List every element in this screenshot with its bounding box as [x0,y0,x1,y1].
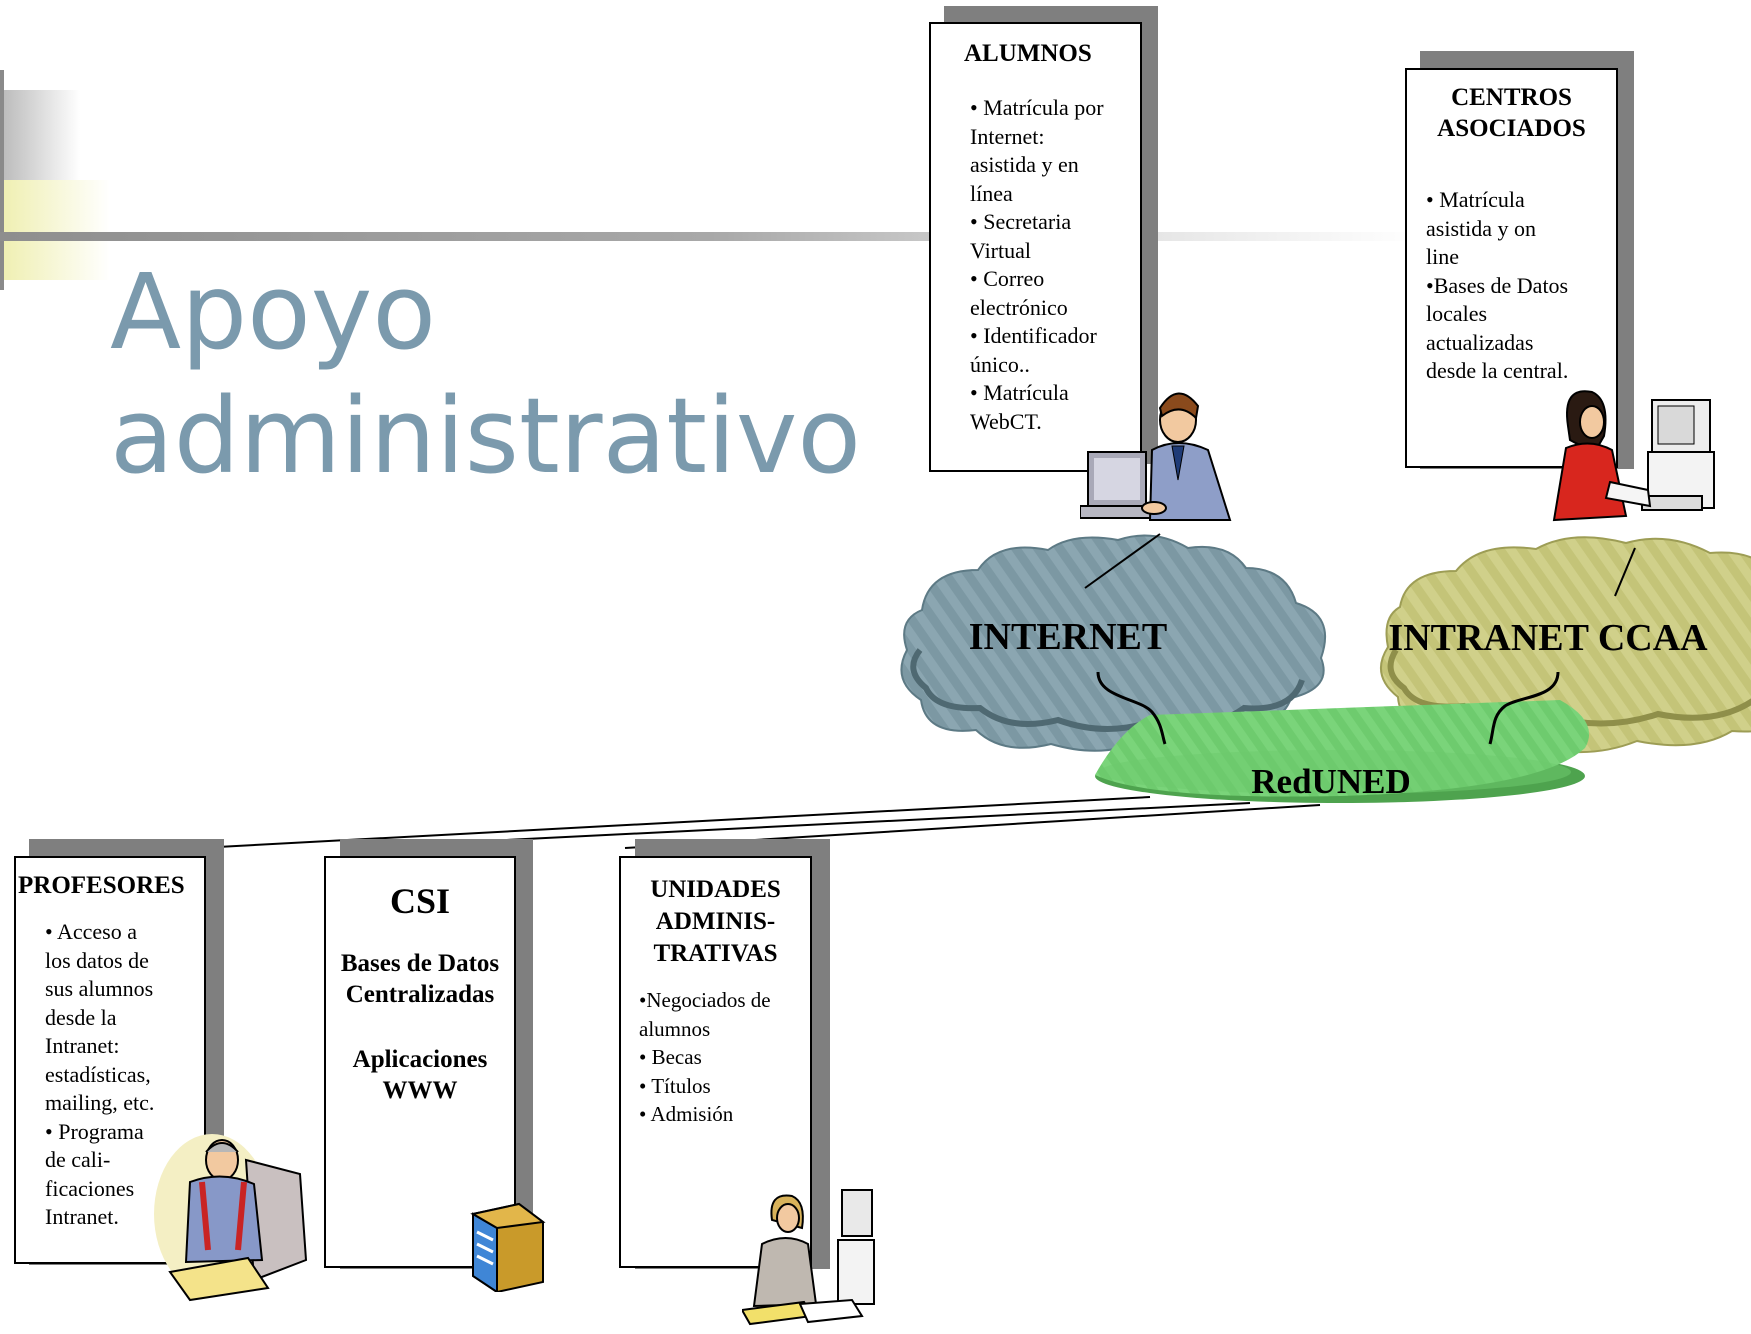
woman-at-computer-icon [1552,390,1715,522]
unidades-heading: UNIDADES ADMINIS- TRATIVAS [650,876,781,967]
csi-databases: Bases de Datos Centralizadas [340,950,500,1008]
alumnos-heading: ALUMNOS [964,40,1092,67]
csi-box: CSI Bases de Datos Centralizadas Aplicac… [324,856,516,1268]
unidades-items: •Negociados de alumnos • Becas • Títulos… [639,988,771,1126]
profesores-heading: PROFESORES [18,872,185,899]
intranet-label: INTRANET CCAA [1388,617,1708,659]
profesores-items: • Acceso a los datos de sus alumnos desd… [45,919,155,1229]
centros-items: • Matrícula asistida y on line •Bases de… [1426,187,1569,383]
title-rule [0,232,1420,241]
internet-cloud: INTERNET [900,534,1326,752]
man-at-computer-icon [1080,392,1232,521]
alumnos-box: ALUMNOS • Matrícula por Internet: asisti… [929,22,1142,472]
internet-connector [1096,671,1167,745]
reduned-label: RedUNED [1251,762,1410,801]
woman-with-computer-icon [742,1189,875,1326]
internet-label: INTERNET [969,616,1168,658]
alumnos-items: • Matrícula por Internet: asistida y en … [970,95,1104,434]
csi-heading: CSI [389,881,451,921]
slide-accent-yellow [0,180,110,280]
reduned-ellipse: RedUNED [1095,700,1590,803]
slide-title: Apoyo administrativo [110,251,862,497]
server-tower-icon [470,1202,546,1292]
slide-accent-bar [0,70,4,290]
unidades-box: UNIDADES ADMINIS- TRATIVAS •Negociados d… [619,856,812,1268]
slide-accent-gray [0,90,80,180]
centros-heading: CENTROS ASOCIADOS [1437,84,1586,142]
intranet-connector [1488,671,1560,745]
professor-writing-icon [154,1134,308,1302]
csi-applications: Aplicaciones WWW [352,1046,488,1104]
